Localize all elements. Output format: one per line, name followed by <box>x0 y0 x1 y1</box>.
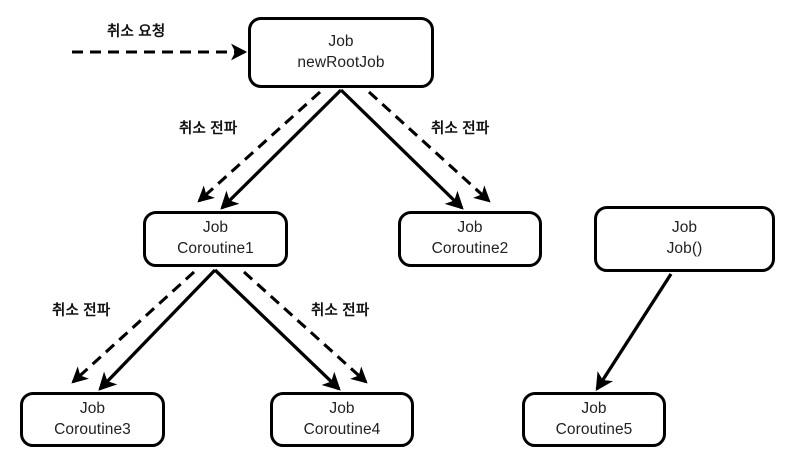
edge-cancel-c1-to-c3 <box>71 270 196 384</box>
node-coroutine5-line1: Job <box>581 399 607 417</box>
node-coroutine2-line1: Job <box>457 219 483 237</box>
edge-c1-to-coroutine4 <box>213 268 341 391</box>
node-jobfactory-line1: Job <box>671 219 698 237</box>
node-coroutine2-line2: Coroutine2 <box>431 240 509 257</box>
edge-c1-to-coroutine3 <box>98 268 217 391</box>
node-jobfactory-line2: Job() <box>666 240 703 257</box>
edge-label-cancel-request: 취소 요청 <box>107 24 166 40</box>
node-coroutine1-line2: Coroutine1 <box>177 240 254 257</box>
edge-cancel-c1-to-c4 <box>242 270 368 384</box>
edge-root-to-coroutine1 <box>220 88 343 210</box>
node-coroutine3-line1: Job <box>79 399 106 417</box>
node-coroutine4-line2: Coroutine4 <box>303 420 381 438</box>
node-root-line1: Job <box>328 32 354 50</box>
node-coroutine5-line2: Coroutine5 <box>555 420 633 438</box>
edge-cancel-root-to-c2 <box>367 90 491 203</box>
edge-label-propagate-c1-left: 취소 전파 <box>52 303 111 319</box>
node-root-line2: newRootJob <box>297 53 385 71</box>
edge-jobfactory-to-c5 <box>595 273 673 392</box>
node-root[interactable]: Job newRootJob <box>248 17 434 88</box>
node-coroutine1-line1: Job <box>202 219 229 237</box>
edge-cancel-root-to-c1 <box>197 90 322 203</box>
node-coroutine3-line2: Coroutine3 <box>54 420 131 438</box>
edge-label-propagate-root-right: 취소 전파 <box>431 121 490 137</box>
node-coroutine4-line1: Job <box>329 399 355 417</box>
edge-root-to-coroutine2 <box>339 88 464 210</box>
edge-label-propagate-root-left: 취소 전파 <box>179 121 238 137</box>
edge-label-propagate-c1-right: 취소 전파 <box>311 303 370 319</box>
